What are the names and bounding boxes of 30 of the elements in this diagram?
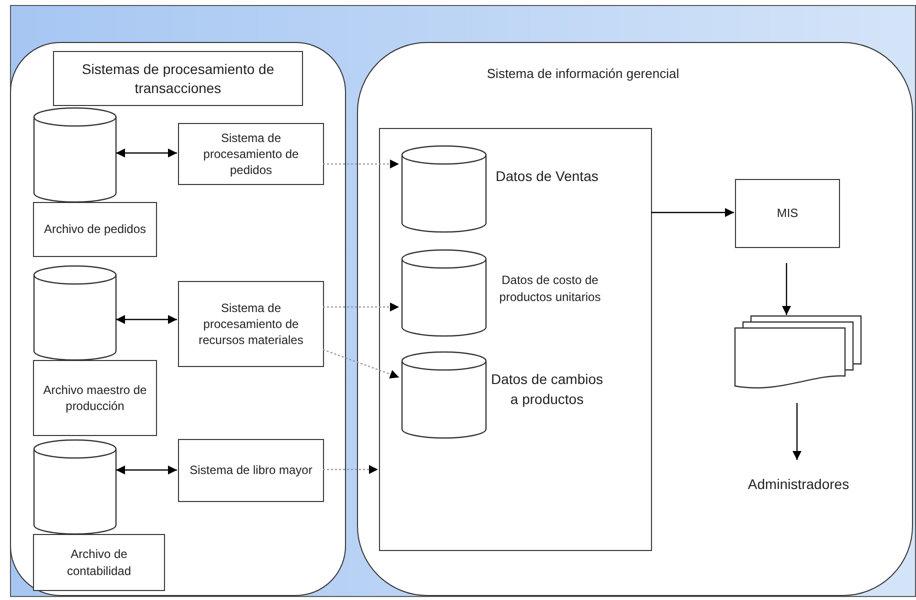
- database-cylinder: [401, 146, 487, 232]
- process-box: Archivo de pedidos: [33, 202, 157, 257]
- arrow: [116, 315, 177, 324]
- cylinder-label: Datos de Ventas: [494, 167, 600, 186]
- process-box: MIS: [735, 179, 840, 248]
- cylinder-label: Datos de cambios a productos: [490, 370, 604, 409]
- process-box: Archivo de contabilidad: [33, 534, 165, 591]
- database-cylinder: [33, 108, 117, 202]
- database-cylinder: [33, 440, 117, 534]
- process-box: Archivo maestro de producción: [33, 360, 157, 436]
- arrow: [782, 263, 791, 315]
- arrow: [116, 148, 177, 158]
- document-stack: [735, 316, 861, 388]
- arrow: [651, 208, 734, 217]
- panel-heading: Sistema de información gerencial: [486, 65, 680, 83]
- arrow: [116, 466, 177, 474]
- database-cylinder: [33, 266, 117, 360]
- rounded-panel: [357, 42, 913, 596]
- database-cylinder: [401, 352, 487, 438]
- process-box: Sistema de libro mayor: [178, 439, 324, 502]
- role-label: Administradores: [748, 474, 850, 494]
- process-box: Sistema de procesamiento de recursos materiales: [178, 281, 324, 367]
- database-cylinder: [401, 250, 487, 336]
- arrow: [792, 403, 802, 460]
- process-box: Sistema de procesamiento de pedidos: [178, 123, 324, 185]
- frame-box: [10, 42, 346, 596]
- process-box: Sistemas de procesamiento de transacciones: [53, 51, 303, 106]
- cylinder-label: Datos de costo de productos unitarios: [498, 272, 602, 306]
- dotted-arrow: [322, 349, 400, 378]
- frame-box: [379, 128, 652, 551]
